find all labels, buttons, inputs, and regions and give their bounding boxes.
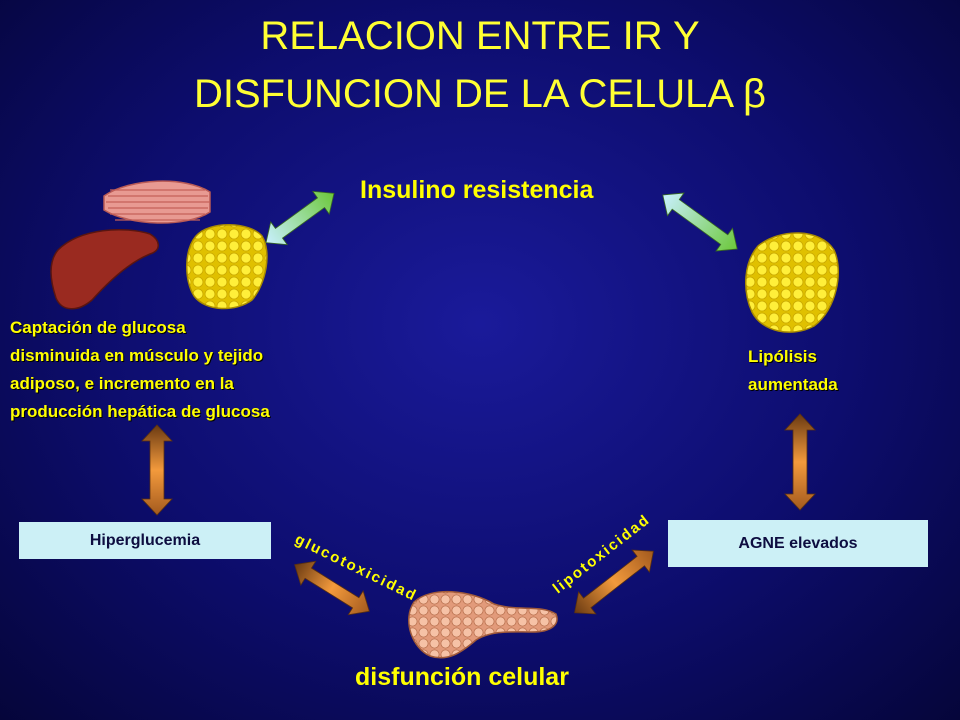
captacion-line: adiposo, e incremento en la <box>10 374 234 393</box>
double-arrow-lipotoxicidad <box>574 549 654 615</box>
double-arrow-orange-left <box>141 424 173 516</box>
pancreas-icon <box>408 591 558 659</box>
captacion-text: Captación de glucosa disminuida en múscu… <box>10 314 410 426</box>
captacion-line: Captación de glucosa <box>10 318 186 337</box>
agne-box: AGNE elevados <box>668 520 928 567</box>
lipolisis-line: Lipólisis <box>748 347 817 366</box>
adipose-tissue-icon <box>186 224 268 310</box>
captacion-line: producción hepática de glucosa <box>10 402 270 421</box>
disfuncion-celular-label: disfunción celular <box>355 663 569 691</box>
double-arrow-green-left <box>265 190 335 246</box>
lipolisis-line: aumentada <box>748 375 838 394</box>
muscle-icon <box>103 180 211 224</box>
title-line-1: RELACION ENTRE IR Y <box>260 14 700 58</box>
double-arrow-green-right <box>662 192 738 252</box>
title-line-2: DISFUNCION DE LA CELULA β <box>193 72 767 116</box>
adipose-tissue-icon <box>745 232 839 333</box>
lipolisis-text: Lipólisis aumentada <box>748 343 908 399</box>
double-arrow-orange-right <box>784 413 816 511</box>
liver-icon <box>50 228 159 310</box>
insulino-resistencia-label: Insulino resistencia <box>360 176 594 204</box>
double-arrow-glucotoxicidad <box>294 560 370 616</box>
hiperglucemia-box: Hiperglucemia <box>19 522 271 559</box>
captacion-line: disminuida en músculo y tejido <box>10 346 264 365</box>
